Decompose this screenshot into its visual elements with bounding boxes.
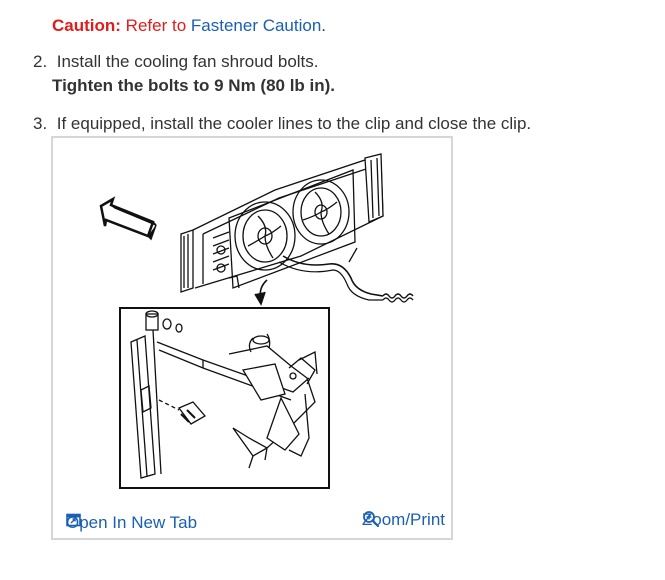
caution-label: Caution: (52, 16, 121, 35)
step-2: 2. Install the cooling fan shroud bolts. (33, 50, 319, 74)
caution-period: . (321, 16, 327, 35)
step-number: 3. (33, 114, 48, 133)
zoom-print-label: Zoom/Print (361, 510, 445, 529)
external-link-icon (66, 513, 81, 527)
caution-note: Caution: Refer to Fastener Caution. (52, 15, 326, 37)
zoom-print-link[interactable]: Zoom/Print (362, 510, 445, 530)
radiator-module (180, 153, 414, 303)
step-text: Install the cooling fan shroud bolts. (56, 52, 319, 71)
step-3: 3. If equipped, install the cooler lines… (33, 112, 531, 136)
step-text: If equipped, install the cooler lines to… (56, 114, 532, 133)
caution-text: Refer to (125, 16, 187, 35)
magnifier-icon (362, 511, 379, 528)
fastener-caution-link[interactable]: Fastener Caution (190, 16, 322, 35)
open-in-new-tab-link[interactable]: Open In New Tab (66, 513, 197, 533)
direction-arrow-icon (99, 196, 157, 241)
figure-footer: Open In New Tab Zoom/Print (53, 503, 451, 539)
illustration-figure: Open In New Tab Zoom/Print (51, 136, 453, 540)
step-number: 2. (33, 52, 48, 71)
detail-inset (119, 307, 330, 489)
cooling-module-illustration (99, 153, 414, 489)
open-in-new-tab-label: Open In New Tab (66, 513, 198, 532)
callout-arrow-icon (254, 279, 268, 306)
torque-spec: Tighten the bolts to 9 Nm (80 lb in). (52, 76, 336, 95)
